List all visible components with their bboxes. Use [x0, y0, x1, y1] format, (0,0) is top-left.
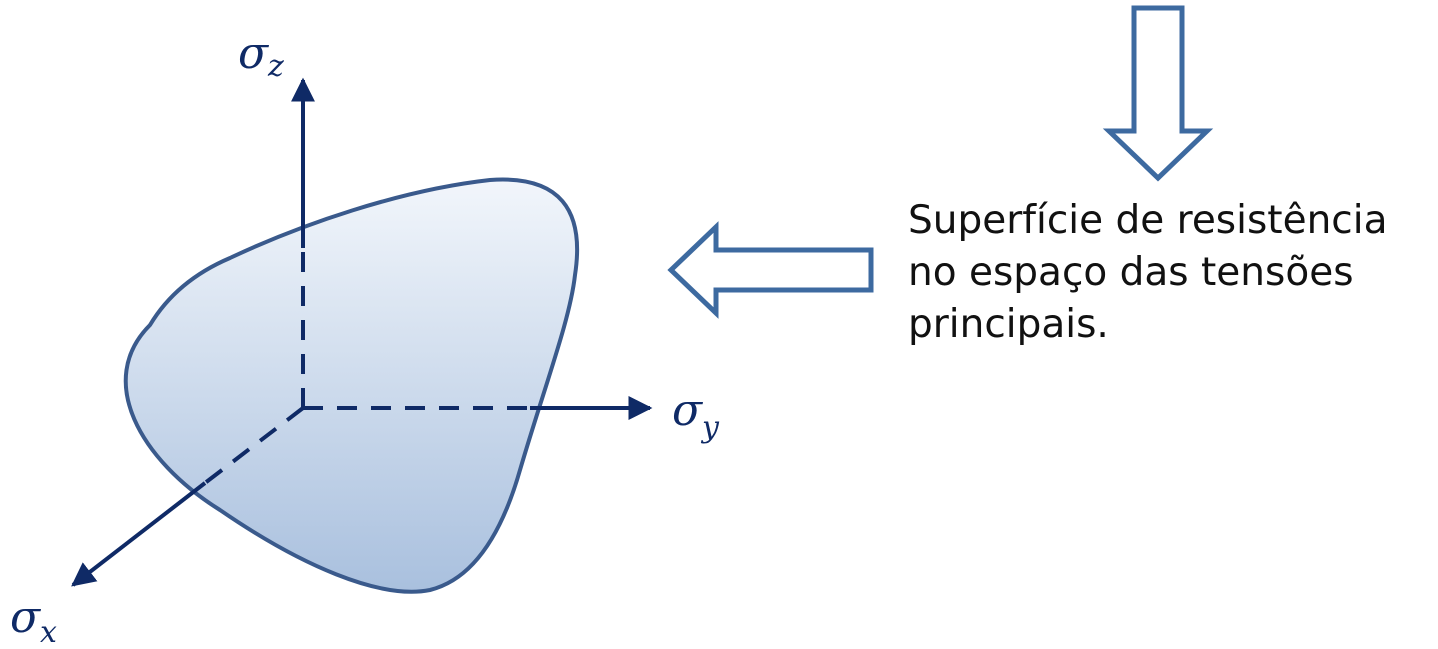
left-arrow-icon [667, 221, 874, 319]
x-axis-label: σx [10, 592, 57, 649]
strength-surface [123, 177, 580, 594]
x-axis [71, 481, 207, 587]
caption-line-1: Superfície de resistência [908, 198, 1388, 243]
surface-caption: Superfície de resistência no espaço das … [908, 195, 1433, 351]
down-arrow-icon [1102, 5, 1214, 182]
x-axis-dashed [203, 406, 305, 485]
y-axis-label: σy [672, 385, 720, 445]
caption-line-2: no espaço das tensões [908, 250, 1354, 295]
caption-line-3: principais. [908, 302, 1109, 347]
z-axis-label: σz [238, 28, 284, 84]
